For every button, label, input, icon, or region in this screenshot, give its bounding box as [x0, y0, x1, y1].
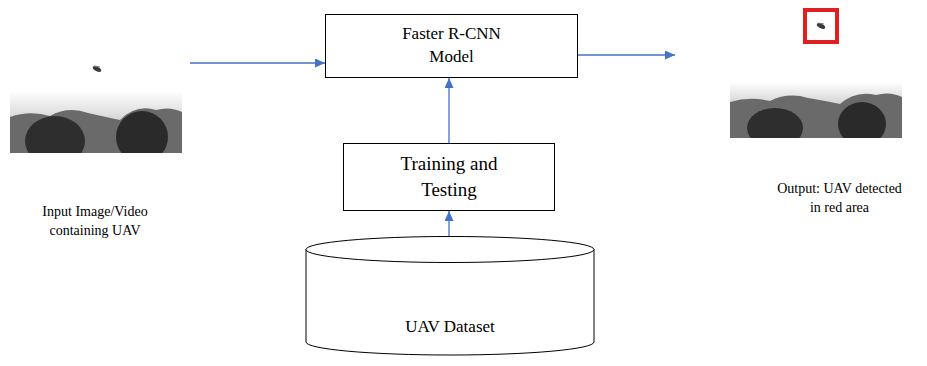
node-label: UAV Dataset [405, 316, 495, 339]
flow-arrow [190, 62, 325, 63]
tree [25, 116, 85, 153]
database-cylinder: UAV Dataset [305, 236, 595, 356]
output-image [730, 82, 902, 138]
cylinder-top [306, 237, 594, 263]
cylinder-body [306, 249, 594, 355]
process-box: Faster R-CNN Model [325, 14, 578, 78]
tree [838, 102, 886, 138]
output-figure: Output: UAV detected in red area [675, 8, 910, 223]
uav [92, 65, 102, 73]
red-frame [805, 10, 837, 42]
text-holder: Training and Testing [382, 151, 517, 202]
node-label: Training and Testing [382, 151, 517, 202]
process-box: Training and Testing [343, 143, 555, 211]
uav [816, 22, 826, 30]
flow-arrow [448, 211, 449, 236]
tree [747, 108, 803, 138]
input-image [10, 55, 182, 153]
text-holder: Faster R-CNN Model [392, 23, 512, 69]
tree [116, 111, 168, 153]
text-holder: Input Image/Video containing UAV [20, 203, 170, 241]
flow-arrow [578, 54, 675, 55]
node-label: Output: UAV detected in red area [777, 180, 902, 218]
node-label: Input Image/Video containing UAV [20, 203, 170, 241]
detection-box [803, 8, 839, 44]
flow-arrow [448, 78, 449, 143]
input-figure: Input Image/Video containing UAV [8, 50, 190, 245]
uav-rotor [94, 66, 100, 67]
uav-rotor [818, 23, 824, 24]
node-label: Faster R-CNN Model [392, 23, 512, 69]
cylinder-outline [305, 236, 595, 356]
text-holder: UAV Dataset [305, 316, 595, 339]
text-holder: Output: UAV detected in red area [777, 180, 902, 218]
